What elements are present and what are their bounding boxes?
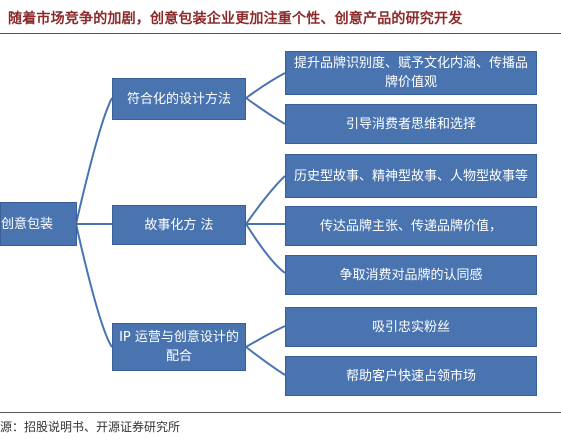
leaf-node-convey-brand: 传达品牌主张、传递品牌价值， — [285, 206, 537, 246]
leaf-node-story-types: 历史型故事、精神型故事、人物型故事等 — [285, 154, 537, 198]
leaf-node-occupy-market: 帮助客户快速占领市场 — [285, 356, 537, 396]
connector-b1-leaf-1 — [245, 72, 286, 99]
footer-divider — [0, 412, 561, 413]
connector-b3-leaf-2 — [245, 346, 286, 376]
connector-b3-leaf-1 — [245, 325, 286, 348]
branch-node-ip-operation: IP 运营与创意设计的配合 — [112, 323, 246, 371]
page-title: 随着市场竞争的加剧，创意包装企业更加注重个性、创意产品的研究开发 — [8, 11, 463, 27]
branch-node-storytelling: 故事化方 法 — [112, 205, 246, 245]
branch-node-design-method: 符合化的设计方法 — [112, 78, 246, 120]
connector-root-branch-3 — [75, 223, 113, 348]
connector-b2-leaf-3 — [245, 223, 286, 274]
connector-b2-leaf-1 — [245, 175, 286, 225]
connector-root-branch-1 — [75, 97, 113, 225]
source-note: 源：招股说明书、开源证券研究所 — [0, 420, 181, 434]
leaf-node-brand-recognition: 提升品牌识别度、赋予文化内涵、传播品牌价值观 — [285, 51, 537, 95]
leaf-node-attract-fans: 吸引忠实粉丝 — [285, 307, 537, 347]
root-node: 创意包装 — [0, 202, 77, 246]
title-divider — [0, 33, 561, 34]
leaf-node-guide-consumers: 引导消费者思维和选择 — [285, 104, 537, 144]
connector-b1-leaf-2 — [245, 97, 286, 125]
leaf-node-brand-recognition-win: 争取消费对品牌的认同感 — [285, 255, 537, 295]
